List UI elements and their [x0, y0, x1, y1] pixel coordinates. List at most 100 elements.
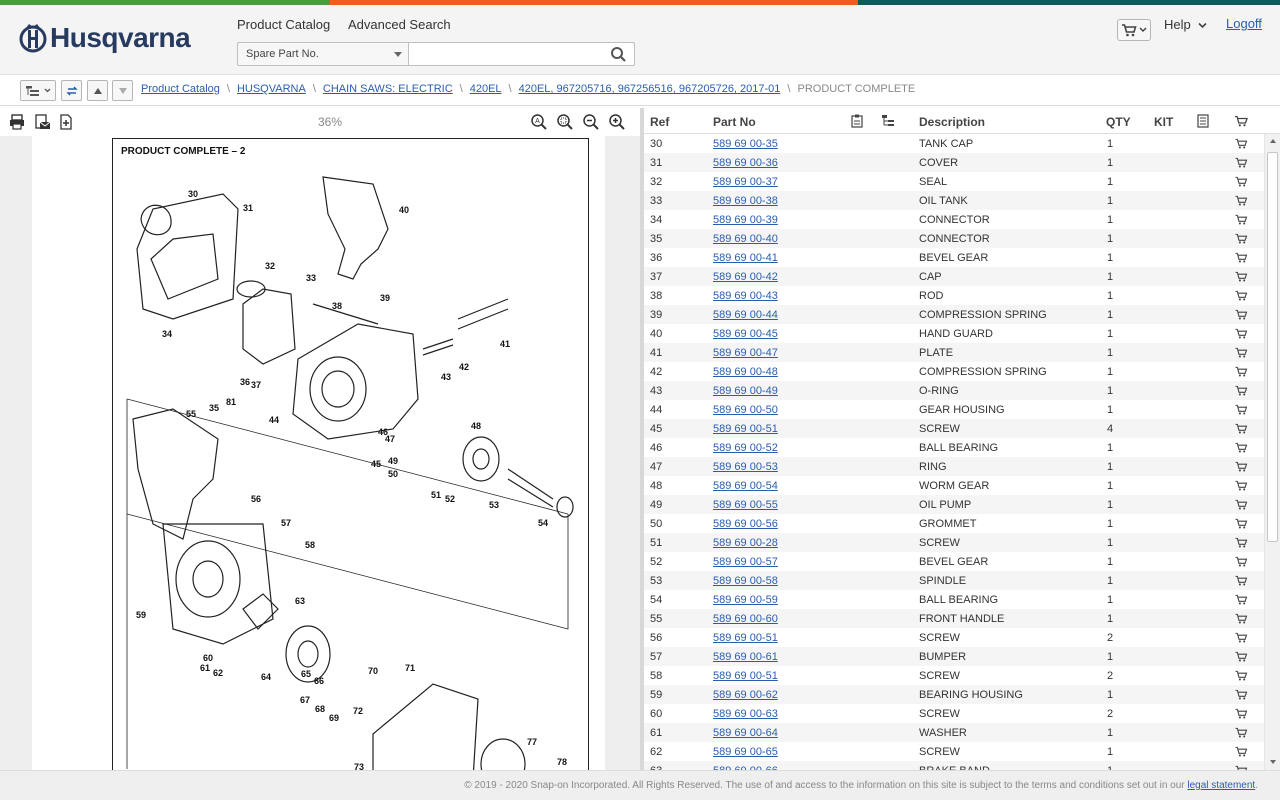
zoom-area-icon[interactable] [556, 113, 574, 131]
export-icon[interactable] [57, 113, 75, 131]
add-to-cart-icon[interactable] [1234, 613, 1248, 624]
part-number-link[interactable]: 589 69 00-47 [713, 347, 778, 359]
callout-label[interactable]: 66 [314, 676, 324, 686]
callout-label[interactable]: 45 [371, 459, 381, 469]
part-number-link[interactable]: 589 69 00-66 [713, 765, 778, 770]
pane-splitter[interactable] [640, 108, 644, 770]
part-number-link[interactable]: 589 69 00-51 [713, 632, 778, 644]
callout-label[interactable]: 73 [354, 762, 364, 770]
part-number-link[interactable]: 589 69 00-59 [713, 594, 778, 606]
callout-label[interactable]: 58 [305, 540, 315, 550]
down-button[interactable] [112, 80, 133, 101]
add-to-cart-icon[interactable] [1234, 499, 1248, 510]
callout-label[interactable]: 46 [378, 427, 388, 437]
add-to-cart-icon[interactable] [1234, 366, 1248, 377]
callout-label[interactable]: 30 [188, 189, 198, 199]
breadcrumb-link[interactable]: HUSQVARNA [236, 83, 306, 95]
up-button[interactable] [87, 80, 108, 101]
callout-label[interactable]: 33 [306, 273, 316, 283]
search-type-select[interactable]: Spare Part No. [237, 42, 409, 66]
zoom-in-icon[interactable] [608, 113, 626, 131]
callout-label[interactable]: 32 [265, 261, 275, 271]
callout-label[interactable]: 37 [251, 380, 261, 390]
column-kit[interactable]: KIT [1154, 115, 1174, 129]
part-number-link[interactable]: 589 69 00-36 [713, 157, 778, 169]
part-number-link[interactable]: 589 69 00-65 [713, 746, 778, 758]
part-number-link[interactable]: 589 69 00-35 [713, 138, 778, 150]
add-to-cart-icon[interactable] [1234, 252, 1248, 263]
add-to-cart-icon[interactable] [1234, 423, 1248, 434]
callout-label[interactable]: 31 [243, 203, 253, 213]
callout-label[interactable]: 55 [186, 409, 196, 419]
add-to-cart-icon[interactable] [1234, 385, 1248, 396]
part-number-link[interactable]: 589 69 00-60 [713, 613, 778, 625]
part-number-link[interactable]: 589 69 00-51 [713, 423, 778, 435]
add-to-cart-icon[interactable] [1234, 746, 1248, 757]
breadcrumb-link[interactable]: Product Catalog [141, 83, 220, 95]
callout-label[interactable]: 70 [368, 666, 378, 676]
breadcrumb-link[interactable]: CHAIN SAWS: ELECTRIC [322, 83, 453, 95]
add-to-cart-icon[interactable] [1234, 233, 1248, 244]
add-to-cart-icon[interactable] [1234, 518, 1248, 529]
search-icon[interactable] [610, 46, 628, 62]
callout-label[interactable]: 41 [500, 339, 510, 349]
legal-statement-link[interactable]: legal statement [1187, 780, 1256, 791]
add-to-cart-icon[interactable] [1234, 594, 1248, 605]
callout-label[interactable]: 77 [527, 737, 537, 747]
part-number-link[interactable]: 589 69 00-56 [713, 518, 778, 530]
add-to-cart-icon[interactable] [1234, 670, 1248, 681]
callout-label[interactable]: 60 [203, 653, 213, 663]
scrollbar-thumb[interactable] [1267, 152, 1278, 542]
clipboard-icon[interactable] [851, 114, 863, 128]
scroll-down-icon[interactable] [1269, 759, 1277, 765]
notes-icon[interactable] [1197, 114, 1209, 128]
search-input[interactable] [409, 42, 635, 66]
sync-button[interactable] [61, 80, 82, 101]
zoom-out-icon[interactable] [582, 113, 600, 131]
part-number-link[interactable]: 589 69 00-48 [713, 366, 778, 378]
part-number-link[interactable]: 589 69 00-52 [713, 442, 778, 454]
part-number-link[interactable]: 589 69 00-41 [713, 252, 778, 264]
drawing-viewer[interactable]: PRODUCT COMPLETE – 2 [0, 136, 640, 770]
callout-label[interactable]: 68 [315, 704, 325, 714]
column-part-no[interactable]: Part No [713, 115, 756, 129]
callout-label[interactable]: 71 [405, 663, 415, 673]
husqvarna-logo[interactable]: Husqvarna [19, 22, 191, 54]
part-number-link[interactable]: 589 69 00-61 [713, 651, 778, 663]
part-number-link[interactable]: 589 69 00-38 [713, 195, 778, 207]
callout-label[interactable]: 61 [200, 663, 210, 673]
part-number-link[interactable]: 589 69 00-54 [713, 480, 778, 492]
callout-label[interactable]: 35 [209, 403, 219, 413]
zoom-fit-icon[interactable]: A [530, 113, 548, 131]
add-to-cart-icon[interactable] [1234, 404, 1248, 415]
add-to-cart-icon[interactable] [1234, 575, 1248, 586]
callout-label[interactable]: 54 [538, 518, 548, 528]
part-number-link[interactable]: 589 69 00-44 [713, 309, 778, 321]
add-to-cart-icon[interactable] [1234, 157, 1248, 168]
add-to-cart-icon[interactable] [1234, 138, 1248, 149]
part-number-link[interactable]: 589 69 00-64 [713, 727, 778, 739]
part-number-link[interactable]: 589 69 00-51 [713, 670, 778, 682]
logoff-link[interactable]: Logoff [1226, 16, 1262, 31]
hierarchy-icon[interactable] [881, 114, 895, 128]
part-number-link[interactable]: 589 69 00-40 [713, 233, 778, 245]
callout-label[interactable]: 47 [385, 434, 395, 444]
add-to-cart-icon[interactable] [1234, 765, 1248, 770]
callout-label[interactable]: 39 [380, 293, 390, 303]
callout-label[interactable]: 65 [301, 669, 311, 679]
callout-label[interactable]: 36 [240, 377, 250, 387]
